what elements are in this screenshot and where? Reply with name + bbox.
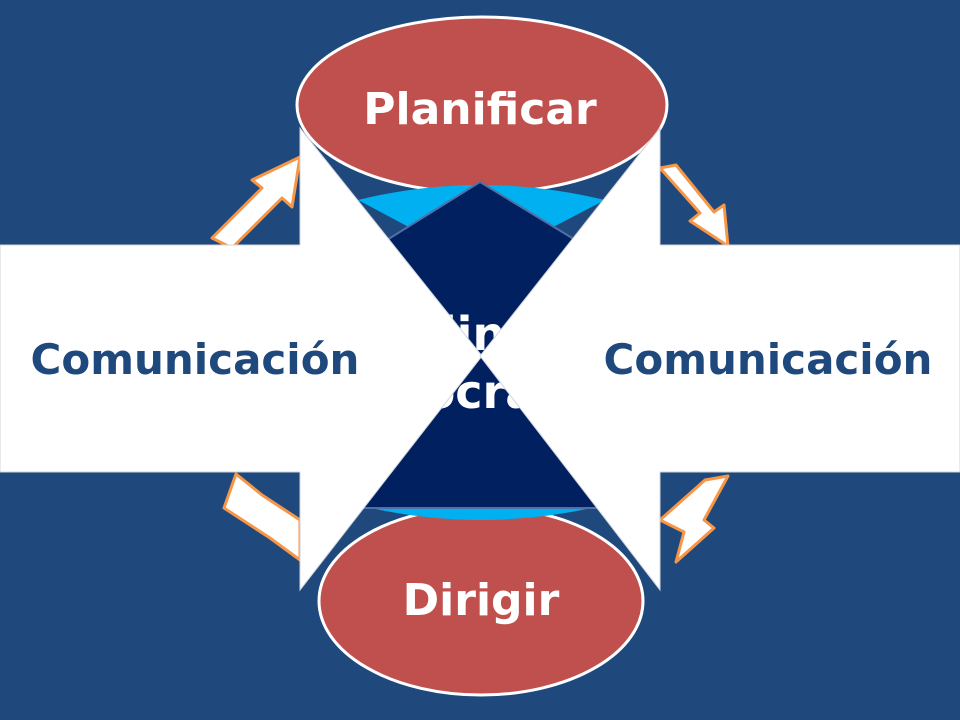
cycle-arrow-bottom-left [222, 472, 302, 562]
dirigir-label: Dirigir [403, 575, 560, 626]
right-arrow [479, 126, 960, 592]
cycle-arrow-top-right [658, 163, 730, 248]
planificar-label: Planificar [363, 84, 597, 135]
right-arrow-label: Comunicación [604, 335, 933, 384]
left-arrow [0, 126, 483, 592]
left-arrow-label: Comunicación [31, 335, 360, 384]
cycle-arrow-top-left [210, 155, 302, 250]
cycle-arrow-bottom-right [658, 474, 730, 564]
cycle-arrows [210, 155, 730, 564]
